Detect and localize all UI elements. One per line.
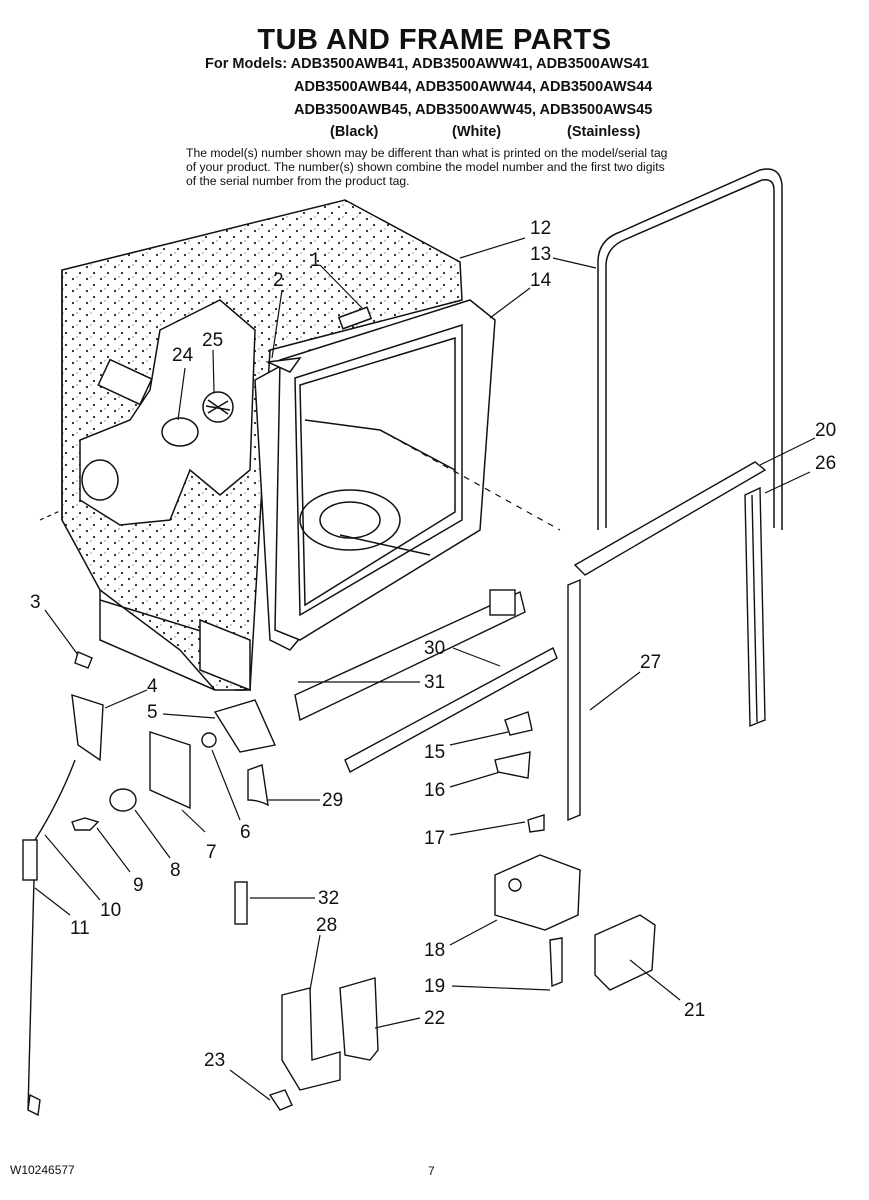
callout-2: 2 xyxy=(273,270,284,291)
part-18 xyxy=(494,854,581,931)
callout-30: 30 xyxy=(424,638,446,659)
side-strip xyxy=(744,486,766,728)
part-6 xyxy=(201,732,217,748)
callout-17: 17 xyxy=(424,828,446,849)
callout-12: 12 xyxy=(530,218,552,239)
callout-29: 29 xyxy=(322,790,344,811)
door-gasket xyxy=(597,168,783,530)
toe-panel-rails xyxy=(294,589,558,773)
callout-1: 1 xyxy=(310,250,321,271)
page-title: TUB AND FRAME PARTS xyxy=(257,24,612,56)
part-10-cable xyxy=(27,759,76,1111)
callout-18: 18 xyxy=(424,940,446,961)
callout-7: 7 xyxy=(206,842,217,863)
part-32 xyxy=(234,881,248,925)
part-28 xyxy=(281,987,341,1091)
part-11 xyxy=(22,839,38,881)
leader-lines xyxy=(34,237,816,1101)
callout-22: 22 xyxy=(424,1008,446,1029)
small-parts xyxy=(22,651,656,1117)
part-23 xyxy=(268,1089,293,1111)
models-line-2: ADB3500AWB44, ADB3500AWW44, ADB3500AWS44 xyxy=(294,79,653,95)
callout-27: 27 xyxy=(640,652,662,673)
callout-21: 21 xyxy=(684,1000,706,1021)
models-line-3: ADB3500AWB45, ADB3500AWW45, ADB3500AWS45 xyxy=(294,102,653,118)
document-number: W10246577 xyxy=(10,1163,75,1177)
part-5 xyxy=(213,699,276,753)
part-15 xyxy=(504,711,533,736)
callout-20: 20 xyxy=(815,420,837,441)
part-8 xyxy=(109,788,137,812)
callout-8: 8 xyxy=(170,860,181,881)
part-7 xyxy=(149,731,191,810)
models-line-1: For Models: ADB3500AWB41, ADB3500AWW41, … xyxy=(205,56,649,72)
part-29 xyxy=(247,764,269,807)
callout-14: 14 xyxy=(530,270,552,291)
callout-11: 11 xyxy=(70,918,90,939)
trim-strip xyxy=(573,461,767,576)
callout-25: 25 xyxy=(202,330,224,351)
page-number: 7 xyxy=(428,1164,435,1178)
callout-3: 3 xyxy=(30,592,41,613)
callout-6: 6 xyxy=(240,822,251,843)
part-9 xyxy=(71,817,100,831)
callout-4: 4 xyxy=(147,676,158,697)
part-3 xyxy=(74,651,93,669)
callout-32: 32 xyxy=(318,888,340,909)
color-white-label: (White) xyxy=(452,124,502,140)
callout-10: 10 xyxy=(100,900,122,921)
part-4 xyxy=(71,693,104,762)
part-22 xyxy=(339,977,379,1061)
part-21 xyxy=(594,914,656,991)
side-trim xyxy=(567,578,581,822)
tub-assembly xyxy=(61,199,496,692)
callout-9: 9 xyxy=(133,875,144,896)
callout-24: 24 xyxy=(172,345,194,366)
color-stainless-label: (Stainless) xyxy=(567,124,641,140)
callout-13: 13 xyxy=(530,244,552,265)
callout-16: 16 xyxy=(424,780,446,801)
callout-28: 28 xyxy=(316,915,338,936)
callout-26: 26 xyxy=(815,453,837,474)
part-17 xyxy=(527,814,545,833)
callout-23: 23 xyxy=(204,1050,226,1071)
model-number-note: The model(s) number shown may be differe… xyxy=(186,146,668,188)
callout-31: 31 xyxy=(424,672,446,693)
callout-19: 19 xyxy=(424,976,446,997)
part-19 xyxy=(549,937,563,988)
callout-15: 15 xyxy=(424,742,446,763)
part-16 xyxy=(494,751,531,779)
callout-5: 5 xyxy=(147,702,158,723)
color-black-label: (Black) xyxy=(330,124,379,140)
